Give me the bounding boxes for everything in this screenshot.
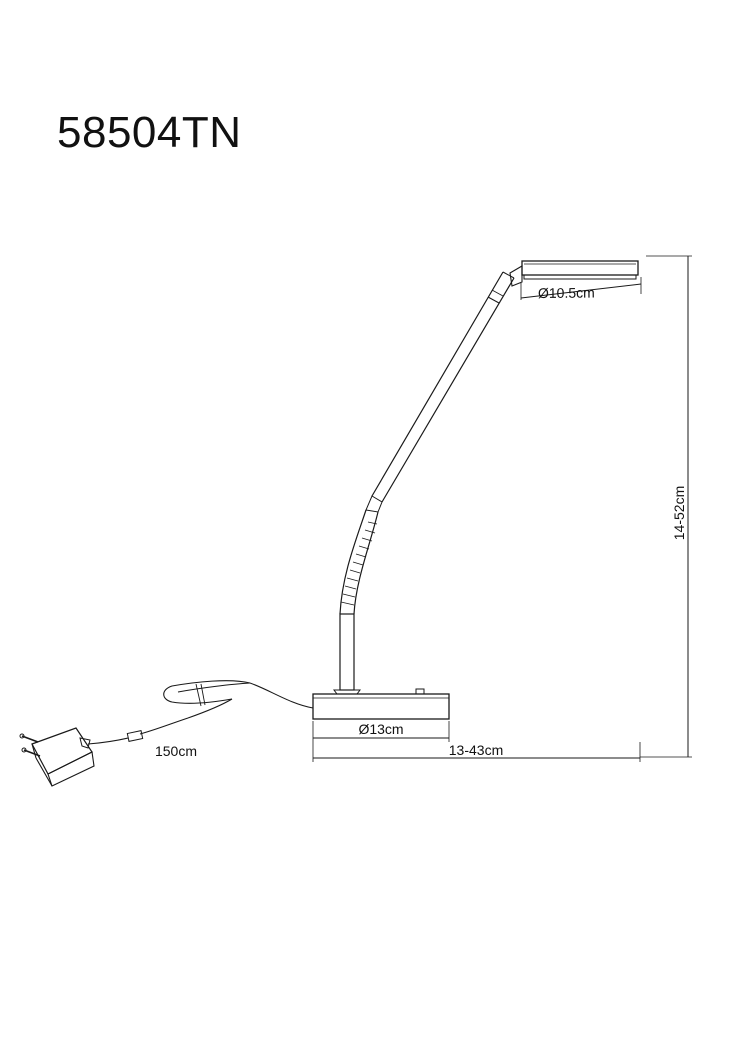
base-diameter-dimension: Ø13cm xyxy=(312,721,450,742)
height-label: 14-52cm xyxy=(671,486,687,540)
model-code: 58504TN xyxy=(57,108,242,157)
head-diameter-label: Ø10.5cm xyxy=(538,285,595,301)
lamp-stem xyxy=(333,613,361,695)
base-diameter-label: Ø13cm xyxy=(358,721,403,737)
plug-adapter xyxy=(19,727,95,787)
gooseneck xyxy=(339,509,379,615)
reach-dimension: 13-43cm xyxy=(312,742,641,762)
cable-length-label: 150cm xyxy=(155,743,197,759)
reach-label: 13-43cm xyxy=(449,742,503,758)
lamp-head xyxy=(509,260,639,287)
lamp-base xyxy=(312,688,450,720)
height-dimension: 14-52cm xyxy=(640,255,692,758)
head-diameter-dimension: Ø10.5cm xyxy=(520,277,642,301)
power-cable xyxy=(87,680,314,745)
upper-arm xyxy=(365,271,515,513)
